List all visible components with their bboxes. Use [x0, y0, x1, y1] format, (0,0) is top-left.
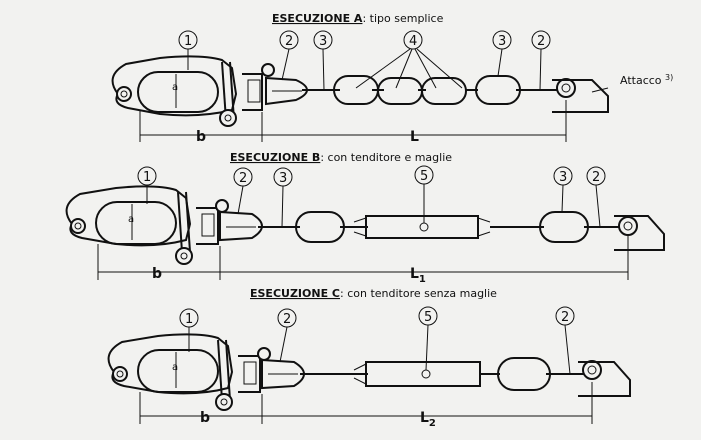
- svg-text:5: 5: [420, 169, 428, 184]
- hook-body-b: [65, 185, 192, 247]
- attach-plate-b: [614, 215, 665, 251]
- callouts-a: 1 2 3 4 3 2: [178, 30, 551, 91]
- end-link-c-left: [261, 358, 305, 390]
- dimension-b-a: b: [196, 129, 206, 145]
- shackle-c: [238, 355, 261, 393]
- attach-eye-a: [556, 78, 576, 98]
- section-c: ESECUZIONE C: con tenditore senza maglie…: [107, 287, 631, 429]
- turnbuckle-b: [365, 215, 479, 239]
- link-a-4: [475, 75, 521, 105]
- link-b-1: [295, 211, 345, 243]
- shackle-b: [196, 207, 219, 245]
- link-a-3: [421, 77, 467, 105]
- svg-text:a: a: [128, 214, 134, 225]
- section-c-title: ESECUZIONE C: con tenditore senza maglie: [250, 287, 497, 300]
- hook-slot-b: [95, 201, 177, 245]
- section-a: ESECUZIONE A: tipo semplice a: [111, 12, 673, 145]
- dimensions-a: b L: [139, 100, 567, 145]
- svg-text:3: 3: [319, 34, 327, 49]
- dimensions-c: b L2: [139, 382, 593, 429]
- hook-eye-a: [116, 86, 132, 102]
- svg-text:2: 2: [239, 171, 247, 186]
- callouts-c: 1 2 5 2: [179, 306, 575, 375]
- svg-text:1: 1: [185, 312, 193, 327]
- link-a-1: [333, 75, 379, 105]
- section-b: ESECUZIONE B: con tenditore e maglie a: [65, 151, 665, 285]
- end-link-b-left: [219, 210, 263, 242]
- attach-eye-c: [582, 360, 602, 380]
- dimension-L2: L2: [420, 410, 436, 429]
- svg-text:2: 2: [285, 34, 293, 49]
- svg-text:4: 4: [409, 34, 417, 49]
- lever-knob-a: [219, 109, 237, 127]
- callouts-b: 1 2 3 5 3 2: [137, 165, 606, 228]
- svg-text:a: a: [172, 362, 178, 373]
- svg-text:1: 1: [143, 170, 151, 185]
- section-b-title: ESECUZIONE B: con tenditore e maglie: [230, 151, 452, 164]
- svg-text:5: 5: [424, 310, 432, 325]
- svg-text:1: 1: [184, 34, 192, 49]
- svg-text:2: 2: [283, 312, 291, 327]
- hook-body-c: [107, 333, 234, 395]
- attach-plate-a: [552, 79, 609, 113]
- attach-plate-c: [578, 361, 631, 397]
- dimension-b-c: b: [200, 410, 210, 426]
- dimension-b-b: b: [152, 266, 162, 282]
- attach-eye-b: [618, 216, 638, 236]
- hook-slot-c: [137, 349, 219, 393]
- dimension-a-label: a: [172, 82, 178, 93]
- hook-slot-a: [137, 71, 219, 113]
- svg-text:3: 3: [498, 34, 506, 49]
- attach-label: Attacco 3): [620, 73, 673, 87]
- link-c-1: [497, 357, 551, 391]
- dimension-L1: L1: [410, 266, 426, 285]
- hook-body-a: [111, 55, 238, 117]
- shackle-a: [242, 73, 263, 111]
- dimensions-b: b L1: [97, 236, 629, 285]
- turnbuckle-c: [365, 361, 481, 387]
- svg-text:2: 2: [592, 170, 600, 185]
- section-a-title: ESECUZIONE A: tipo semplice: [272, 12, 444, 25]
- dimension-L-a: L: [410, 129, 419, 145]
- link-b-2: [539, 211, 589, 243]
- svg-text:3: 3: [559, 170, 567, 185]
- link-a-2: [377, 77, 423, 105]
- svg-text:3: 3: [279, 171, 287, 186]
- svg-text:2: 2: [537, 34, 545, 49]
- end-link-a-left: [265, 76, 308, 106]
- svg-text:2: 2: [561, 310, 569, 325]
